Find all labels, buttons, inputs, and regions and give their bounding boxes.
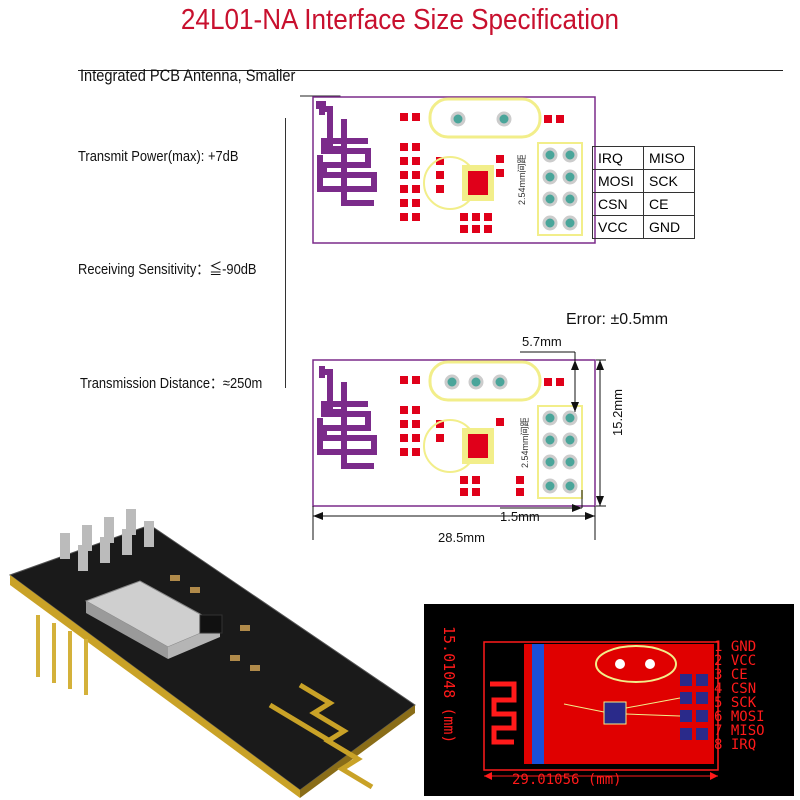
cad-pin-list: 1 GND 2 VCC 3 CE 4 CSN 5 SCK 6 MOSI 7 MI…	[714, 640, 765, 752]
error-label: Error: ±0.5mm	[566, 311, 669, 328]
feature-antenna: Integrated PCB Antenna, Smaller	[80, 66, 296, 85]
pin-cell: VCC	[592, 215, 644, 239]
cad-pin-row: 3 CE	[714, 667, 748, 683]
dim-width: 28.5mm	[438, 530, 485, 545]
pcb-top-view: 2.54mm间距	[312, 96, 596, 244]
feature-bracket-line	[285, 118, 286, 388]
cad-board	[483, 641, 719, 780]
feature-transmit-power: Transmit Power(max): +7dB	[78, 148, 239, 165]
cad-pin-row: 5 SCK	[714, 695, 757, 711]
pcb-pitch-label: 2.54mm间距	[516, 154, 527, 205]
pin-cell: IRQ	[592, 146, 644, 170]
cad-panel: 15.01048 (mm) 29.01056 (mm) 1 GND 2 VCC …	[424, 604, 794, 796]
pin-cell: MOSI	[592, 169, 644, 193]
pin-cell: GND	[643, 215, 695, 239]
cad-pin-row: 4 CSN	[714, 681, 757, 697]
module-photo	[8, 509, 416, 798]
pin-cell: CE	[643, 192, 695, 216]
cad-pin-row: 1 GND	[714, 639, 757, 655]
cad-pin-row: 6 MOSI	[714, 709, 765, 725]
pcb-dimension-view: 2.54mm间距	[312, 351, 606, 540]
pin-cell: CSN	[592, 192, 644, 216]
pcb-pitch-label-2: 2.54mm间距	[519, 417, 530, 468]
title-divider	[78, 70, 783, 71]
cad-height-label: 15.01048 (mm)	[440, 626, 458, 744]
cad-width-label: 29.01056 (mm)	[512, 772, 622, 788]
pin-cell: MISO	[643, 146, 695, 170]
feature-receiving-sensitivity: Receiving Sensitivity：≦-90dB	[78, 261, 257, 278]
feature-transmission-distance: Transmission Distance：≈250m	[80, 375, 263, 392]
cad-pin-row: 8 IRQ	[714, 737, 757, 753]
dim-height: 15.2mm	[610, 389, 625, 436]
page-title: 24L01-NA Interface Size Specification	[180, 4, 620, 36]
cad-pin-row: 7 MISO	[714, 723, 765, 739]
pin-cell: SCK	[643, 169, 695, 193]
cad-pin-row: 2 VCC	[714, 653, 757, 669]
dim-pin-offset: 5.7mm	[522, 334, 562, 349]
dim-edge: 1.5mm	[500, 509, 540, 524]
